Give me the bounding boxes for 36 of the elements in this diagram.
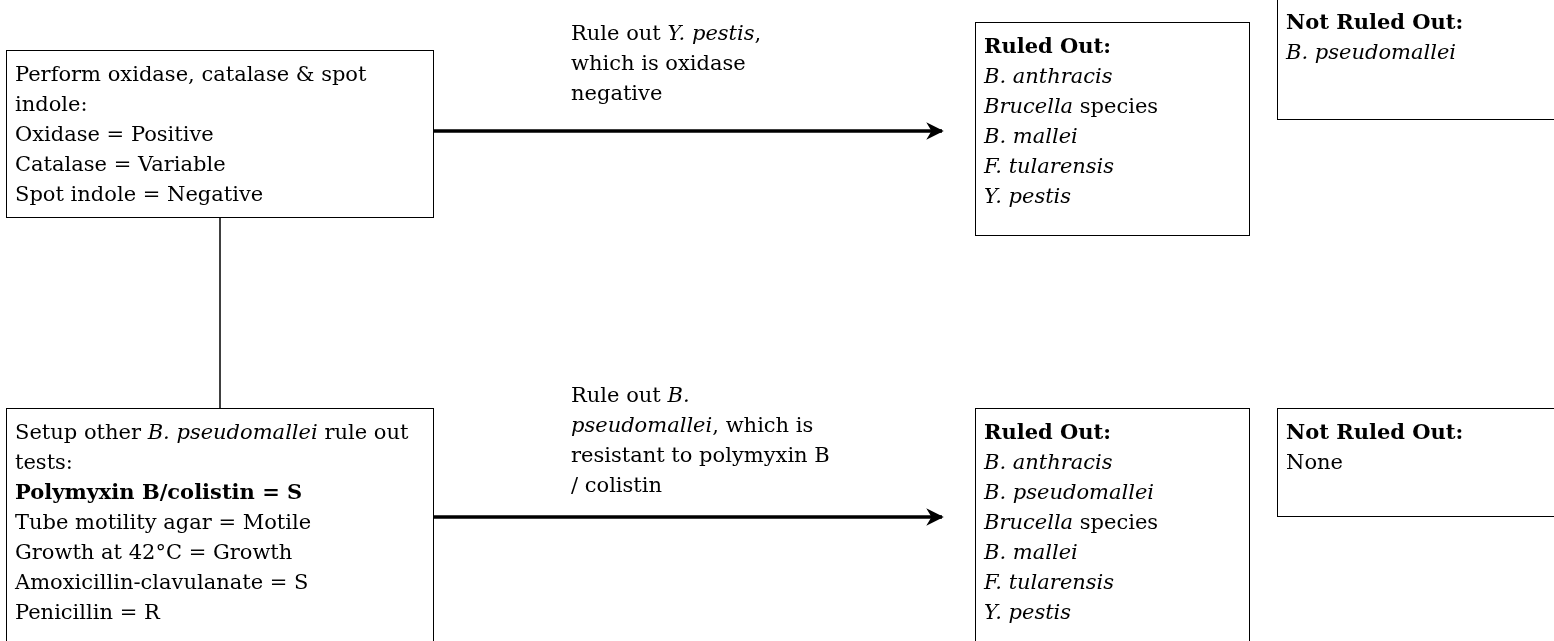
- text-line: Y. pestis: [984, 183, 1073, 210]
- text-box: [6, 50, 434, 218]
- text-line: Brucella species: [984, 509, 1160, 536]
- heading: Ruled Out:: [984, 418, 1113, 446]
- text-line: Growth at 42°C = Growth: [15, 539, 294, 566]
- text-line: Setup other B. pseudomallei rule out tests:: [15, 419, 410, 476]
- text-line: B. pseudomallei: [984, 479, 1156, 506]
- heading: Ruled Out:: [984, 32, 1113, 60]
- text-box: [975, 408, 1250, 641]
- text-line: Brucella species: [984, 93, 1160, 120]
- text-line: B. anthracis: [984, 449, 1114, 476]
- text-line: Y. pestis: [984, 599, 1073, 626]
- text-box: [975, 22, 1250, 236]
- text-line: B. mallei: [984, 539, 1079, 566]
- text-line: B. anthracis: [984, 63, 1114, 90]
- arrow: [434, 122, 944, 140]
- arrow: [434, 508, 944, 526]
- text-box: [1277, 408, 1554, 517]
- text-line: None: [1286, 449, 1344, 476]
- text-line: Oxidase = Positive: [15, 121, 215, 148]
- text-line: F. tularensis: [984, 153, 1116, 180]
- heading: Not Ruled Out:: [1286, 418, 1465, 446]
- text-line: Catalase = Variable: [15, 151, 227, 178]
- text-line: F. tularensis: [984, 569, 1116, 596]
- text-line: Spot indole = Negative: [15, 181, 265, 208]
- text-line: B. pseudomallei: [1286, 39, 1458, 66]
- text-line: Perform oxidase, catalase & spot indole:: [15, 61, 368, 118]
- text-line: Penicillin = R: [15, 599, 162, 626]
- text-box: [1277, 0, 1554, 120]
- connector-line: [219, 217, 221, 409]
- text-line: Tube motility agar = Motile: [15, 509, 313, 536]
- text-line: Amoxicillin-clavulanate = S: [15, 569, 310, 596]
- text-line: B. mallei: [984, 123, 1079, 150]
- text-box: [6, 408, 434, 641]
- text-line: Polymyxin B/colistin = S: [15, 478, 304, 506]
- heading: Not Ruled Out:: [1286, 8, 1465, 36]
